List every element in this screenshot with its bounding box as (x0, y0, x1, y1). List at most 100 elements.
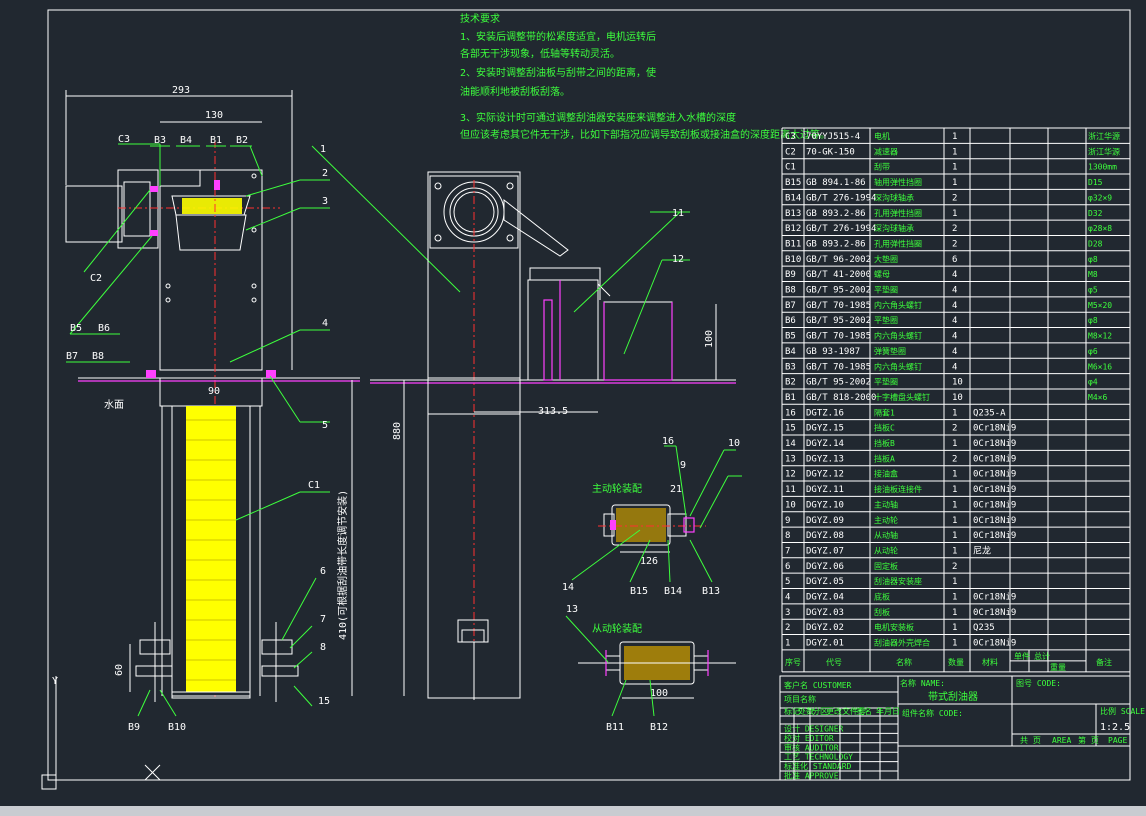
scale-value: 1:2.5 (1100, 722, 1130, 733)
parts-cell-remark: M8×12 (1088, 332, 1112, 341)
parts-cell-no: 13 (785, 454, 796, 464)
balloon-b8[interactable]: B8 (92, 351, 104, 362)
parts-cell-no: B5 (785, 332, 796, 342)
balloon-1[interactable]: 1 (320, 144, 326, 155)
parts-cell-name: 固定板 (874, 561, 898, 571)
housing-upper[interactable] (159, 169, 263, 371)
parts-cell-no: 4 (785, 593, 790, 603)
parts-cell-material: 0Cr18Ni9 (973, 485, 1016, 495)
parts-cell-code: DGYZ.15 (806, 424, 844, 434)
balloon-2[interactable]: 2 (322, 168, 328, 179)
balloon-b2[interactable]: B2 (236, 135, 248, 146)
title-block[interactable]: 客户名 CUSTOMER 项目名称 名称 NAME: 带式刮油器 图号 CODE… (779, 675, 1145, 781)
parts-cell-code: GB 894.1-86 (806, 178, 866, 188)
balloon-c3[interactable]: C3 (118, 134, 130, 145)
parts-cell-code: GB/T 41-2000 (806, 270, 871, 280)
balloon-6[interactable]: 6 (320, 566, 326, 577)
parts-cell-qty: 4 (952, 347, 957, 357)
rev-sign: 签名 (856, 706, 872, 716)
parts-cell-name: 轴用弹性挡圈 (874, 177, 922, 187)
balloon-15[interactable]: 15 (318, 696, 330, 707)
parts-cell-name: 刮油器外壳焊合 (874, 638, 930, 648)
driven-wheel-detail[interactable]: 从动轮装配 100 (578, 622, 736, 699)
balloon-b14[interactable]: B14 (664, 586, 682, 597)
parts-cell-code: GB/T 70-1985 (806, 332, 871, 342)
parts-cell-code: DGTZ.16 (806, 408, 844, 418)
balloon-b5[interactable]: B5 (70, 323, 82, 334)
parts-cell-no: B9 (785, 270, 796, 280)
balloon-11[interactable]: 11 (672, 208, 684, 219)
parts-cell-qty: 2 (952, 424, 957, 434)
balloon-b3[interactable]: B3 (154, 135, 166, 146)
dim-9: 9 (680, 460, 686, 471)
balloon-b7[interactable]: B7 (66, 351, 78, 362)
balloon-b1[interactable]: B1 (210, 135, 222, 146)
dim-126-driven: 100 (650, 688, 668, 699)
balloon-b6[interactable]: B6 (98, 323, 110, 334)
drawing-title: 带式刮油器 (928, 690, 978, 703)
parts-cell-qty: 1 (952, 623, 957, 633)
parts-cell-code: GB/T 276-1994 (806, 193, 876, 203)
balloon-8[interactable]: 8 (320, 642, 326, 653)
balloon-4[interactable]: 4 (322, 318, 328, 329)
balloon-b4[interactable]: B4 (180, 135, 192, 146)
motor-c3[interactable] (65, 185, 123, 243)
parts-cell-material: 尼龙 (973, 544, 991, 556)
parts-cell-code: DGYZ.13 (806, 454, 844, 464)
parts-cell-code: DGYZ.11 (806, 485, 844, 495)
balloon-7[interactable]: 7 (320, 614, 326, 625)
parts-cell-remark: φ8 (1088, 316, 1098, 325)
side-view[interactable]: 100 313.5 880 (370, 171, 736, 700)
parts-cell-code: DGYZ.01 (806, 639, 844, 649)
dim-60: 60 (114, 664, 125, 676)
rev-division: 分区 (812, 707, 828, 716)
parts-cell-code: DGYZ.04 (806, 593, 844, 603)
parts-cell-qty: 1 (952, 439, 957, 449)
driven-wheel-label: 从动轮装配 (592, 622, 642, 635)
ucs-y-label: Y (52, 676, 58, 687)
balloon-3[interactable]: 3 (322, 196, 328, 207)
parts-cell-no: 15 (785, 424, 796, 434)
oil-pan-connector-11[interactable] (527, 279, 599, 381)
balloon-b10[interactable]: B10 (168, 722, 186, 733)
parts-cell-no: B6 (785, 316, 796, 326)
balloon-12[interactable]: 12 (672, 254, 684, 265)
parts-cell-name: 深沟球轴承 (874, 192, 914, 202)
balloon-5[interactable]: 5 (322, 420, 328, 431)
balloon-b12[interactable]: B12 (650, 722, 668, 733)
main-wheel-label: 主动轮装配 (592, 482, 642, 495)
balloon-b9[interactable]: B9 (128, 722, 140, 733)
parts-header-unit: 单件 (1014, 651, 1030, 661)
parts-cell-qty: 1 (952, 516, 957, 526)
scraper-belt-c1[interactable] (186, 406, 236, 692)
balloon-c2[interactable]: C2 (90, 273, 102, 284)
notes-line-3: 2、安装时调整刮油板与刮带之间的距离，使 (460, 66, 656, 79)
parts-cell-name: 挡板B (874, 438, 895, 448)
title-customer: 客户名 CUSTOMER (784, 680, 852, 690)
parts-cell-remark: φ28×8 (1088, 224, 1112, 233)
parts-cell-material: 0Cr18Ni9 (973, 639, 1016, 649)
parts-cell-code: GB/T 96-2002 (806, 255, 871, 265)
main-wheel-detail[interactable]: 主动轮装配 126 9 21 (592, 460, 706, 567)
balloon-b13[interactable]: B13 (702, 586, 720, 597)
balloon-13[interactable]: 13 (566, 604, 578, 615)
balloon-b15[interactable]: B15 (630, 586, 648, 597)
parts-cell-qty: 2 (952, 562, 957, 572)
balloon-b11[interactable]: B11 (606, 722, 624, 733)
balloon-16[interactable]: 16 (662, 436, 674, 447)
parts-cell-qty: 4 (952, 362, 957, 372)
balloon-14[interactable]: 14 (562, 582, 574, 593)
status-bar (0, 806, 1146, 816)
parts-cell-no: 11 (785, 485, 796, 495)
front-view[interactable]: 293 130 水面 90 (65, 85, 360, 702)
balloon-10[interactable]: 10 (728, 438, 740, 449)
parts-cell-name: 平垫圈 (874, 377, 898, 387)
ucs-origin-marker[interactable] (41, 774, 57, 790)
oil-receiving-box-12[interactable] (603, 301, 673, 381)
parts-cell-code: DGYZ.09 (806, 516, 844, 526)
balloon-c1[interactable]: C1 (308, 480, 320, 491)
parts-cell-no: B1 (785, 393, 796, 403)
parts-cell-remark: 浙江华源 (1088, 146, 1120, 156)
